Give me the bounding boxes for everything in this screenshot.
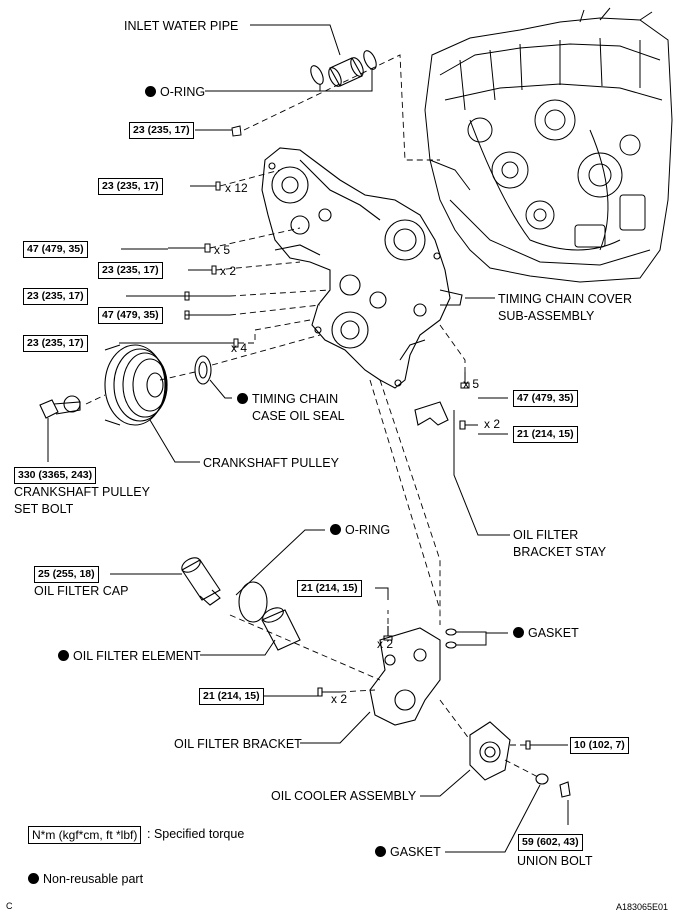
timing-chain-cover-illustration: [261, 147, 463, 389]
oil-cooler-illustration: [469, 721, 571, 798]
oil-filter-cap-label: OIL FILTER CAP: [34, 584, 129, 598]
non-reusable-dot-icon: [58, 650, 69, 661]
torque-box: 23 (235, 17): [98, 262, 163, 279]
footer-left-code: C: [6, 901, 13, 911]
oil-filter-illustration: [181, 557, 301, 651]
oil-filter-bracket-stay-illustration: [414, 401, 478, 430]
o-ring-top-label: O-RING: [145, 85, 205, 99]
non-reusable-dot-icon: [375, 846, 386, 857]
legend-non-reusable-text: Non-reusable part: [43, 872, 144, 886]
torque-box: 10 (102, 7): [570, 737, 629, 754]
dashed-reference-lines: [85, 54, 541, 779]
crankshaft-pulley-set-bolt-label-1: CRANKSHAFT PULLEY: [14, 485, 150, 499]
crankshaft-pulley-label: CRANKSHAFT PULLEY: [203, 456, 339, 470]
legend-torque-desc: : Specified torque: [147, 827, 245, 841]
torque-box: 21 (214, 15): [297, 580, 362, 597]
quantity-label: x 5: [463, 377, 480, 391]
quantity-label: x 5: [214, 243, 231, 257]
o-ring-mid-text: O-RING: [345, 523, 391, 537]
quantity-label: x 4: [231, 341, 248, 355]
footer-figure-id: A183065E01: [616, 902, 669, 912]
quantity-label: x 2: [484, 417, 501, 431]
o-ring-top-text: O-RING: [160, 85, 206, 99]
torque-box: 23 (235, 17): [23, 335, 88, 352]
gasket-bottom-label: GASKET: [375, 845, 441, 859]
crankshaft-pulley-set-bolt-label-2: SET BOLT: [14, 502, 74, 516]
non-reusable-dot-icon: [330, 524, 341, 535]
torque-box: 47 (479, 35): [98, 307, 163, 324]
quantity-label: x 2: [377, 637, 394, 651]
torque-box: 47 (479, 35): [513, 390, 578, 407]
oil-filter-element-label: OIL FILTER ELEMENT: [58, 649, 201, 663]
crankshaft-pulley-illustration: [39, 344, 212, 426]
oil-seal-text: TIMING CHAIN: [252, 392, 339, 406]
oil-filter-bracket-label: OIL FILTER BRACKET: [174, 737, 302, 751]
legend-torque-unit: N*m (kgf*cm, ft *lbf): [28, 826, 142, 844]
torque-box: 23 (235, 17): [98, 178, 163, 195]
oil-cooler-assembly-label: OIL COOLER ASSEMBLY: [271, 789, 417, 803]
o-ring-mid-label: O-RING: [330, 523, 390, 537]
quantity-label: x 12: [225, 181, 248, 195]
torque-box: 23 (235, 17): [23, 288, 88, 305]
timing-chain-case-oil-seal-label-1: TIMING CHAIN: [237, 392, 338, 406]
torque-box: 21 (214, 15): [513, 426, 578, 443]
torque-box: 47 (479, 35): [23, 241, 88, 258]
quantity-label: x 2: [331, 692, 348, 706]
timing-chain-case-oil-seal-label-2: CASE OIL SEAL: [252, 409, 345, 423]
inlet-water-pipe-illustration: [310, 50, 377, 87]
oil-filter-bracket-stay-label-1: OIL FILTER: [513, 528, 579, 542]
oil-filter-element-text: OIL FILTER ELEMENT: [73, 649, 201, 663]
gasket-bottom-text: GASKET: [390, 845, 441, 859]
non-reusable-dot-icon: [28, 873, 39, 884]
union-bolt-label: UNION BOLT: [517, 854, 593, 868]
gasket-right-text: GASKET: [528, 626, 579, 640]
oil-filter-bracket-illustration: [317, 626, 457, 726]
torque-box: 330 (3365, 243): [14, 467, 97, 484]
non-reusable-dot-icon: [237, 393, 248, 404]
torque-box: 25 (255, 18): [34, 566, 99, 583]
quantity-label: x 2: [220, 264, 237, 278]
bolts-illustration: [168, 125, 470, 389]
torque-box: 59 (602, 43): [518, 834, 583, 851]
engine-block-illustration: [424, 7, 673, 283]
legend-non-reusable: Non-reusable part: [28, 872, 143, 886]
inlet-water-pipe-label: INLET WATER PIPE: [124, 19, 239, 33]
timing-chain-cover-label-2: SUB-ASSEMBLY: [498, 309, 595, 323]
leader-lines: [47, 24, 569, 853]
non-reusable-dot-icon: [513, 627, 524, 638]
timing-chain-cover-label-1: TIMING CHAIN COVER: [498, 292, 633, 306]
oil-filter-bracket-stay-label-2: BRACKET STAY: [513, 545, 607, 559]
gasket-right-label: GASKET: [513, 626, 579, 640]
torque-box: 21 (214, 15): [199, 688, 264, 705]
torque-box: 23 (235, 17): [129, 122, 194, 139]
non-reusable-dot-icon: [145, 86, 156, 97]
